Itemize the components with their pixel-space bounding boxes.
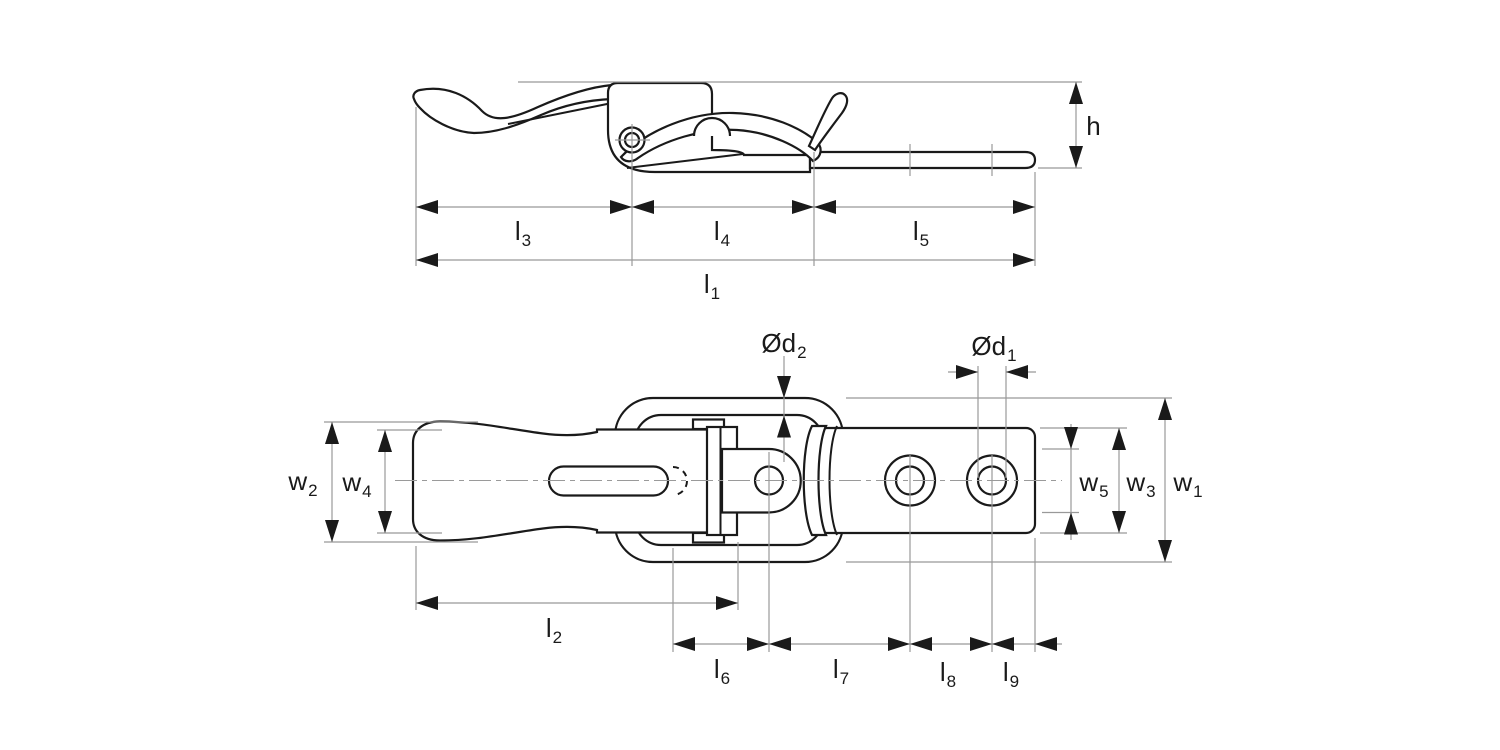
lever-fold-line	[507, 102, 613, 125]
arrow-w1-bottom	[1158, 540, 1172, 562]
arrow-l5-right	[1013, 200, 1035, 214]
arrow-w3-top	[1112, 428, 1126, 450]
bow-spring-outline	[619, 111, 822, 163]
dim-label-w5: w5	[1079, 467, 1109, 501]
arrow-l1-left	[416, 253, 438, 267]
arrow-l4-left	[632, 200, 654, 214]
dim-label-l4: l4	[713, 216, 731, 250]
arrowheads	[325, 82, 1172, 651]
arrow-l6-left	[673, 637, 695, 651]
body-wedge-line	[626, 153, 744, 169]
arrow-h-bottom	[1069, 146, 1083, 168]
safety-hook-outline	[807, 92, 849, 152]
arrow-l2-right	[716, 596, 738, 610]
arrow-l1-right	[1013, 253, 1035, 267]
arrow-d2-top	[777, 376, 791, 398]
dim-label-l6: l6	[713, 654, 731, 688]
pivot-boss-arc	[692, 116, 732, 137]
arrow-w3-bottom	[1112, 511, 1126, 533]
dim-label-l8: l8	[939, 657, 957, 691]
arrow-l3-left	[416, 200, 438, 214]
arrow-d2-bottom	[777, 415, 791, 438]
dim-label-l3: l3	[514, 216, 532, 250]
arrow-d1-left	[956, 365, 978, 379]
side-view	[412, 81, 1037, 174]
arrow-l7-right	[888, 637, 910, 651]
arrow-l4-right	[792, 200, 814, 214]
arrow-l6-right	[747, 637, 769, 651]
arrow-w4-bottom	[378, 511, 392, 533]
arrow-l8-right	[970, 637, 992, 651]
dim-label-w1: w1	[1173, 467, 1203, 501]
arrow-l9-left	[992, 637, 1014, 651]
arrow-l2-left	[416, 596, 438, 610]
dim-label-l2: l2	[545, 613, 563, 647]
dim-label-l9: l9	[1002, 657, 1020, 691]
arrow-l3-right	[610, 200, 632, 214]
arrow-w5-bottom	[1064, 512, 1078, 535]
dim-label-w3: w3	[1126, 467, 1156, 501]
dim-label-l5: l5	[912, 216, 930, 250]
dim-label-l7: l7	[832, 654, 850, 688]
dim-label-w2: w2	[288, 466, 318, 500]
arrow-w2-bottom	[325, 520, 339, 542]
arrow-h-top	[1069, 82, 1083, 104]
arrow-w4-top	[378, 430, 392, 452]
arrow-l7-left	[769, 637, 791, 651]
dim-label-d1: Ød1	[971, 331, 1017, 365]
arrow-w1-top	[1158, 398, 1172, 420]
arrow-l8-left	[910, 637, 932, 651]
arrow-w2-top	[325, 422, 339, 444]
counter-strip-outline	[808, 150, 1037, 170]
dim-label-l1: l1	[703, 269, 721, 303]
dim-label-w4: w4	[342, 467, 372, 501]
arrow-w5-top	[1064, 427, 1078, 449]
dim-label-d2: Ød2	[761, 328, 807, 362]
arrow-d1-right	[1006, 365, 1028, 379]
arrow-l9-right	[1035, 637, 1057, 651]
arrow-l5-left	[814, 200, 836, 214]
hidden-hole-arc	[672, 466, 688, 496]
dim-label-h: h	[1086, 111, 1101, 141]
